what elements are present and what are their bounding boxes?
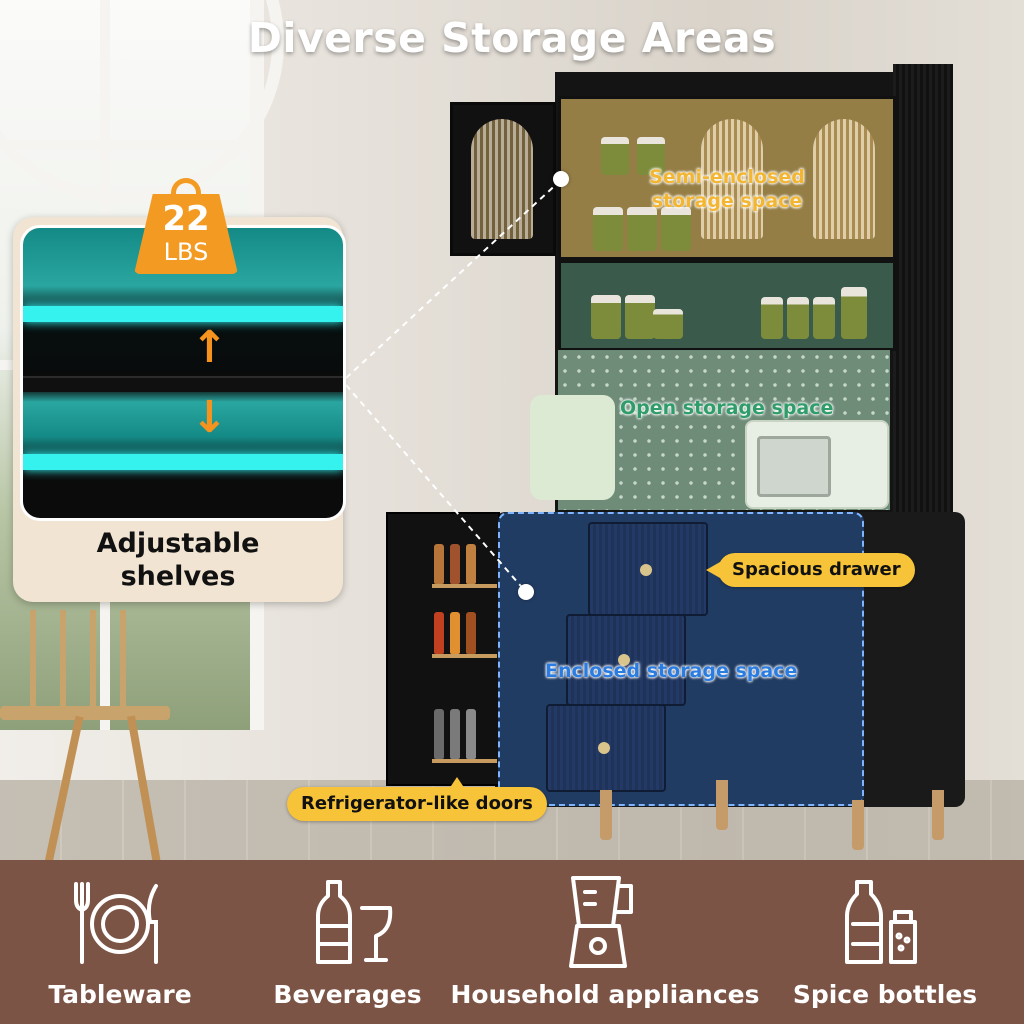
jar — [653, 309, 683, 339]
jar — [637, 137, 665, 175]
weight-ring — [171, 178, 201, 196]
jar — [841, 287, 867, 339]
weight-icon — [134, 194, 238, 274]
fluted-glass — [813, 119, 875, 239]
refrigerator-door — [386, 512, 500, 786]
feature-label: Beverages — [273, 980, 422, 1009]
jar — [627, 207, 657, 251]
jar — [591, 295, 621, 339]
feature-spice-bottles: Spice bottles — [790, 860, 980, 1024]
drawer — [588, 522, 708, 616]
blender-icon — [569, 876, 633, 968]
cabinet-side-panel — [893, 64, 953, 519]
feature-household-appliances: Household appliances — [450, 860, 760, 1024]
microwave — [745, 420, 889, 509]
page-title: Diverse Storage Areas — [247, 14, 777, 62]
spice-bottles-icon — [845, 880, 917, 964]
spice-rail — [432, 584, 497, 588]
spice-bottle — [450, 544, 460, 584]
coffee-machine — [530, 395, 615, 500]
chair-slat — [90, 610, 96, 720]
jar — [787, 297, 809, 339]
feature-tableware: Tableware — [40, 860, 200, 1024]
shelf-divider — [23, 376, 343, 392]
spice-bottle — [434, 544, 444, 584]
beverages-icon — [316, 880, 393, 964]
callout-dot — [518, 584, 534, 600]
mid-shelf — [558, 260, 896, 351]
chair — [0, 610, 180, 865]
jar — [601, 137, 629, 175]
semi-enclosed-label: Semi-enclosed storage space — [632, 165, 822, 213]
shelf-edge-glow — [23, 306, 343, 322]
open-storage-label: Open storage space — [620, 397, 834, 419]
semi-enclosed-line2: storage space — [651, 190, 803, 212]
jar — [761, 297, 783, 339]
spice-rail — [432, 654, 497, 658]
jar — [661, 207, 691, 251]
spice-bottle — [466, 612, 476, 654]
open-glass-door — [450, 102, 556, 256]
cabinet-leg — [932, 790, 944, 840]
spice-bottle — [450, 612, 460, 654]
semi-enclosed-section — [558, 96, 896, 260]
weight-value: 22 — [162, 199, 210, 239]
cabinet-leg — [600, 790, 612, 840]
chair-slat — [60, 610, 66, 720]
arrow-up-icon: ↑ — [191, 322, 228, 373]
refrigerator-doors-label: Refrigerator-like doors — [287, 777, 547, 821]
shelf-caption-line2: shelves — [120, 561, 236, 592]
chair-seat — [0, 706, 170, 720]
cabinet-leg — [716, 780, 728, 830]
window-bar — [0, 140, 250, 150]
spice-rail — [432, 759, 497, 763]
chair-slat — [120, 610, 126, 720]
shelf-edge-glow — [23, 454, 343, 470]
spice-bottle — [466, 709, 476, 759]
tableware-icon — [74, 882, 158, 964]
weight-unit: LBS — [163, 238, 209, 266]
arrow-down-icon: ↓ — [191, 392, 228, 443]
spice-bottle — [434, 612, 444, 654]
enclosed-storage-label: Enclosed storage space — [545, 660, 798, 682]
chair-leg — [127, 715, 161, 865]
spice-bottle — [450, 709, 460, 759]
chair-slat — [30, 610, 36, 720]
spice-bottle — [434, 709, 444, 759]
callout-dot — [553, 171, 569, 187]
jar — [813, 297, 835, 339]
microwave-window — [757, 436, 831, 497]
feature-label: Household appliances — [450, 980, 760, 1009]
cabinet-leg — [852, 800, 864, 850]
feature-beverages: Beverages — [270, 860, 425, 1024]
drawer — [546, 704, 666, 792]
spacious-drawer-label: Spacious drawer — [706, 553, 915, 587]
feature-label: Tableware — [48, 980, 192, 1009]
drawer — [566, 614, 686, 706]
drawer-knob — [618, 654, 630, 666]
spice-bottle — [466, 544, 476, 584]
semi-enclosed-line1: Semi-enclosed — [649, 166, 805, 188]
jar — [625, 295, 655, 339]
drawer-knob — [598, 742, 610, 754]
feature-label: Spice bottles — [792, 980, 978, 1009]
jar — [593, 207, 623, 251]
weight-badge: 22 LBS — [134, 178, 238, 274]
fluted-glass — [471, 119, 533, 239]
drawer-knob — [640, 564, 652, 576]
shelf-caption: Adjustable shelves — [13, 527, 343, 593]
features-bar: Tableware Beverages — [0, 860, 1024, 1024]
shelf-caption-line1: Adjustable — [96, 528, 260, 559]
shelf-closeup: ↑ ↓ — [20, 225, 346, 521]
fluted-glass — [701, 119, 763, 239]
chair-leg — [44, 715, 84, 865]
